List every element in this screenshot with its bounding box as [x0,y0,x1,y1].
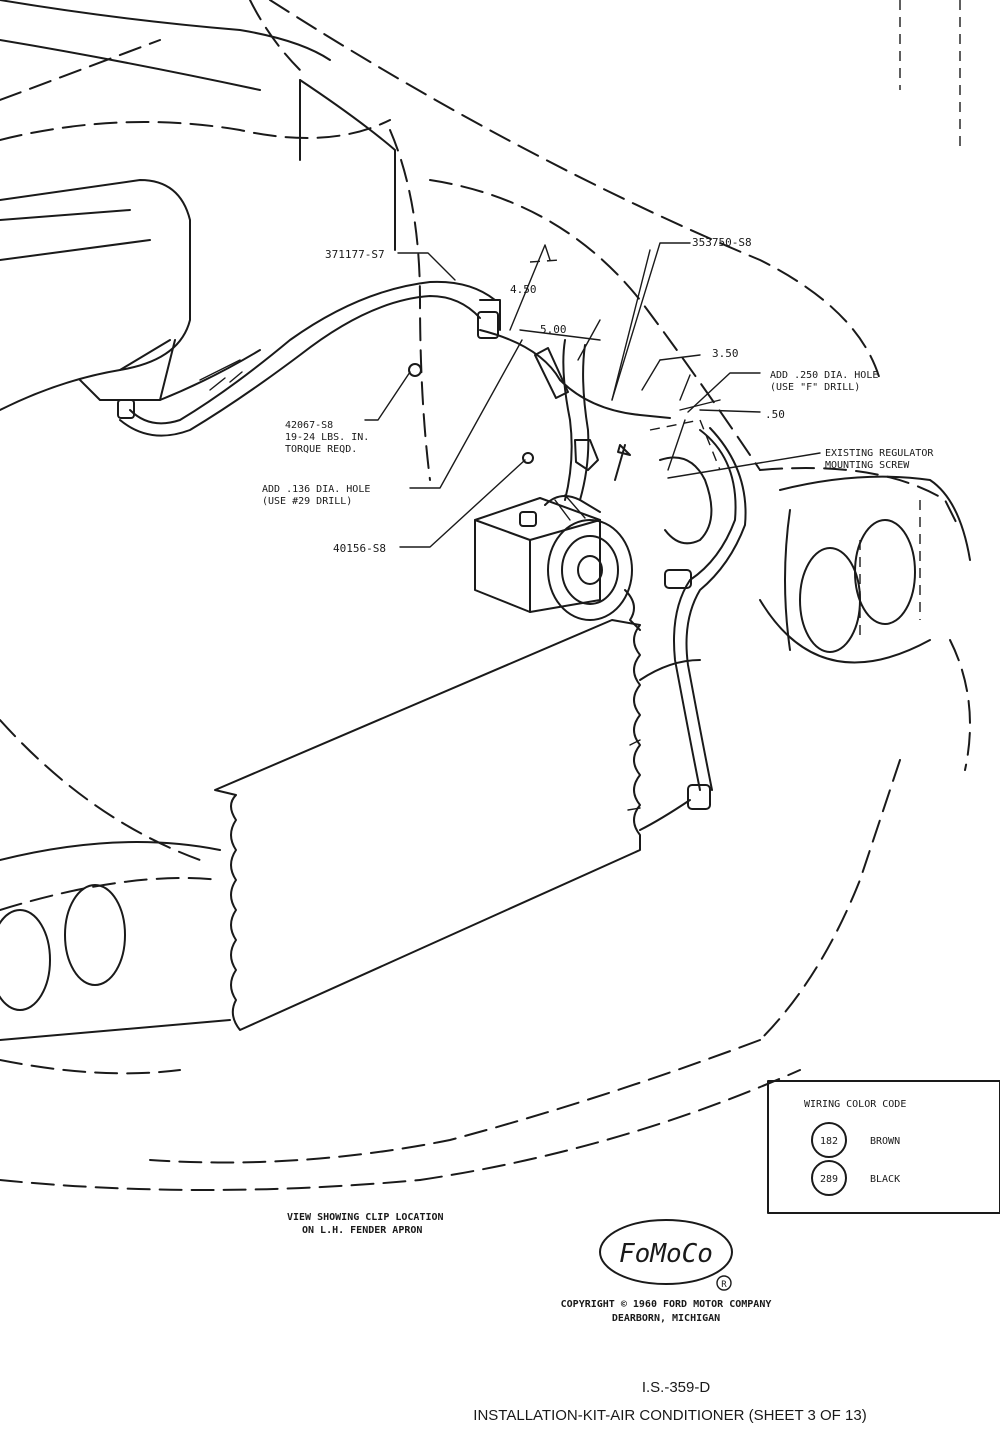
callout-353750: 353750-S8 [692,236,752,249]
headlamp-right-outer [799,547,861,653]
callout-add-136-drill: (USE #29 DRILL) [262,496,352,507]
callout-40156: 40156-S8 [333,542,386,555]
callout-42067-reqd: TORQUE REQD. [285,444,357,455]
legend-code-182: 182 [820,1136,838,1147]
engine-compartment [0,0,396,411]
registered-letter: R [721,1280,727,1290]
callout-add-250-drill: (USE "F" DRILL) [770,382,860,393]
dim-0-50: .50 [765,408,785,421]
headlamp-right-inner [854,519,916,625]
callout-regulator-screw: MOUNTING SCREW [825,460,910,471]
callout-add-250-hole: ADD .250 DIA. HOLE [770,370,878,381]
logo-script: FoMoCo [619,1239,713,1269]
logo-oval [599,1219,733,1285]
legend-code-circle-289 [811,1160,847,1196]
callout-42067-torque: 19-24 LBS. IN. [285,432,369,443]
headlamp-left-inner [0,909,51,1011]
view-caption-line2: ON L.H. FENDER APRON [302,1225,422,1236]
refrigerant-hoses [117,280,747,810]
view-caption-line1: VIEW SHOWING CLIP LOCATION [287,1212,444,1223]
legend-title: WIRING COLOR CODE [804,1099,906,1110]
sheet-title: INSTALLATION-KIT-AIR CONDITIONER (SHEET … [473,1407,866,1424]
headlamp-left-outer [64,884,126,986]
dim-3-50: 3.50 [712,347,739,360]
legend-code-289: 289 [820,1174,838,1185]
copyright-line1: COPYRIGHT © 1960 FORD MOTOR COMPANY [561,1299,772,1310]
right-fender [759,475,971,664]
dimension-lines [364,242,821,548]
callout-regulator: EXISTING REGULATOR [825,448,934,459]
left-fender [0,841,231,1041]
car-body-outline [0,0,971,1191]
copyright-line2: DEARBORN, MICHIGAN [612,1313,720,1324]
clip-bracket [408,347,721,545]
callout-add-136-hole: ADD .136 DIA. HOLE [262,484,370,495]
legend-color-black: BLACK [870,1174,900,1185]
compressor [474,494,641,631]
sheet-number: I.S.-359-D [642,1379,711,1396]
registered-mark [716,1275,732,1291]
callout-42067: 42067-S8 [285,420,333,431]
callout-371177: 371177-S7 [325,248,385,261]
dim-4-50: 4.50 [510,283,537,296]
legend-code-circle-182 [811,1122,847,1158]
legend-color-brown: BROWN [870,1136,900,1147]
condenser [214,619,701,1031]
legend-box [767,1080,1000,1214]
fomoco-logo: FoMoCo R [599,1219,733,1291]
dim-5-00: 5.00 [540,323,567,336]
wiring-legend: WIRING COLOR CODE 182 BROWN 289 BLACK [767,1080,1000,1214]
